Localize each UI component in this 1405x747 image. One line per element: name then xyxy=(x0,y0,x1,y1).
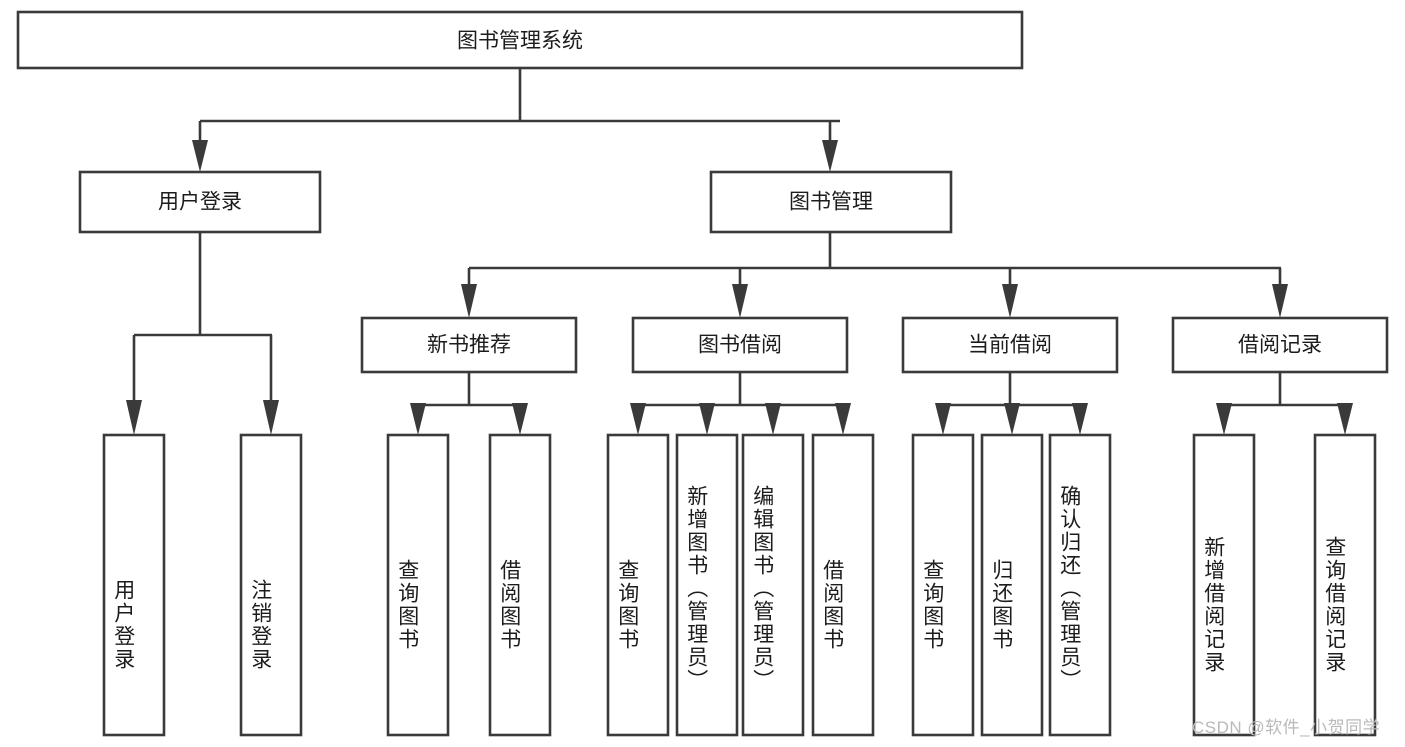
node-borrow-record-box[interactable] xyxy=(1171,316,1389,374)
node-book-manage-box[interactable] xyxy=(709,170,953,234)
arrow-head-nb-leaf1 xyxy=(410,403,426,435)
connector-group-new-book-to-leaves xyxy=(410,372,528,435)
connector-group-record-to-leaves xyxy=(1216,372,1353,435)
leaf-box-nb-query-book[interactable] xyxy=(386,433,450,737)
node-current-borrow[interactable]: 当前借阅 xyxy=(901,316,1119,374)
leaf-box-cb-return-book[interactable] xyxy=(980,433,1044,737)
leaf-box-cb-confirm-return[interactable] xyxy=(1048,433,1112,737)
node-root-label: 图书管理系统 xyxy=(457,30,583,53)
node-user-login[interactable]: 用户登录 xyxy=(78,170,322,234)
leaf-box-bw-query-book[interactable] xyxy=(606,433,670,737)
connector-group-book-manage-to-level2 xyxy=(461,232,1288,318)
leaf-box-bw-borrow-book[interactable] xyxy=(811,433,875,737)
leaf-box-logout[interactable] xyxy=(239,433,303,737)
arrow-head-book-manage xyxy=(822,140,838,172)
leaf-box-cb-query-book[interactable] xyxy=(911,433,975,737)
node-current-borrow-label: 当前借阅 xyxy=(968,334,1052,357)
connector-group-user-login-to-leaves xyxy=(126,232,279,435)
arrow-head-ul-leaf2 xyxy=(263,400,279,435)
node-user-login-label: 用户登录 xyxy=(158,191,242,214)
leaf-box-rc-query-record[interactable] xyxy=(1313,433,1377,737)
connector-group-borrow-to-leaves xyxy=(630,372,851,435)
node-book-manage[interactable]: 图书管理 xyxy=(709,170,953,234)
node-root[interactable]: 图书管理系统 xyxy=(16,10,1024,70)
arrow-head-rc-leaf1 xyxy=(1216,403,1232,435)
node-user-login-box[interactable] xyxy=(78,170,322,234)
node-new-book-box[interactable] xyxy=(360,316,578,374)
node-book-manage-label: 图书管理 xyxy=(789,191,873,214)
node-new-book[interactable]: 新书推荐 xyxy=(360,316,578,374)
node-borrow[interactable]: 图书借阅 xyxy=(631,316,849,374)
leaf-box-bw-add-book[interactable] xyxy=(675,433,739,737)
arrow-head-new-book xyxy=(461,284,477,318)
leaf-box-user-login[interactable] xyxy=(102,433,166,737)
leaf-box-nb-borrow-book[interactable] xyxy=(488,433,552,737)
arrow-head-bw-leaf2 xyxy=(699,403,715,435)
arrow-head-cb-leaf1 xyxy=(935,403,951,435)
arrow-head-bw-leaf1 xyxy=(630,403,646,435)
leaf-box-bw-edit-book[interactable] xyxy=(741,433,805,737)
arrow-head-bw-leaf3 xyxy=(765,403,781,435)
node-borrow-record-label: 借阅记录 xyxy=(1238,334,1322,357)
connector-group-current-to-leaves xyxy=(935,372,1088,435)
csdn-watermark: CSDN @软件_小贺同学 xyxy=(1192,718,1381,737)
leaf-box-rc-add-record[interactable] xyxy=(1192,433,1256,737)
node-borrow-box[interactable] xyxy=(631,316,849,374)
arrow-head-bw-leaf4 xyxy=(835,403,851,435)
node-new-book-label: 新书推荐 xyxy=(427,334,511,357)
node-current-borrow-box[interactable] xyxy=(901,316,1119,374)
node-borrow-label: 图书借阅 xyxy=(698,334,782,357)
arrow-head-rc-leaf2 xyxy=(1337,403,1353,435)
arrow-head-current xyxy=(1002,284,1018,318)
arrow-head-cb-leaf2 xyxy=(1004,403,1020,435)
node-root-box[interactable] xyxy=(16,10,1024,70)
arrow-head-borrow xyxy=(732,284,748,318)
connector-group-root-to-level1 xyxy=(192,68,840,172)
arrow-head-ul-leaf1 xyxy=(126,400,142,435)
arrow-head-record xyxy=(1272,284,1288,318)
arrow-head-user-login xyxy=(192,140,208,172)
arrow-head-cb-leaf3 xyxy=(1072,403,1088,435)
node-borrow-record[interactable]: 借阅记录 xyxy=(1171,316,1389,374)
arrow-head-nb-leaf2 xyxy=(512,403,528,435)
